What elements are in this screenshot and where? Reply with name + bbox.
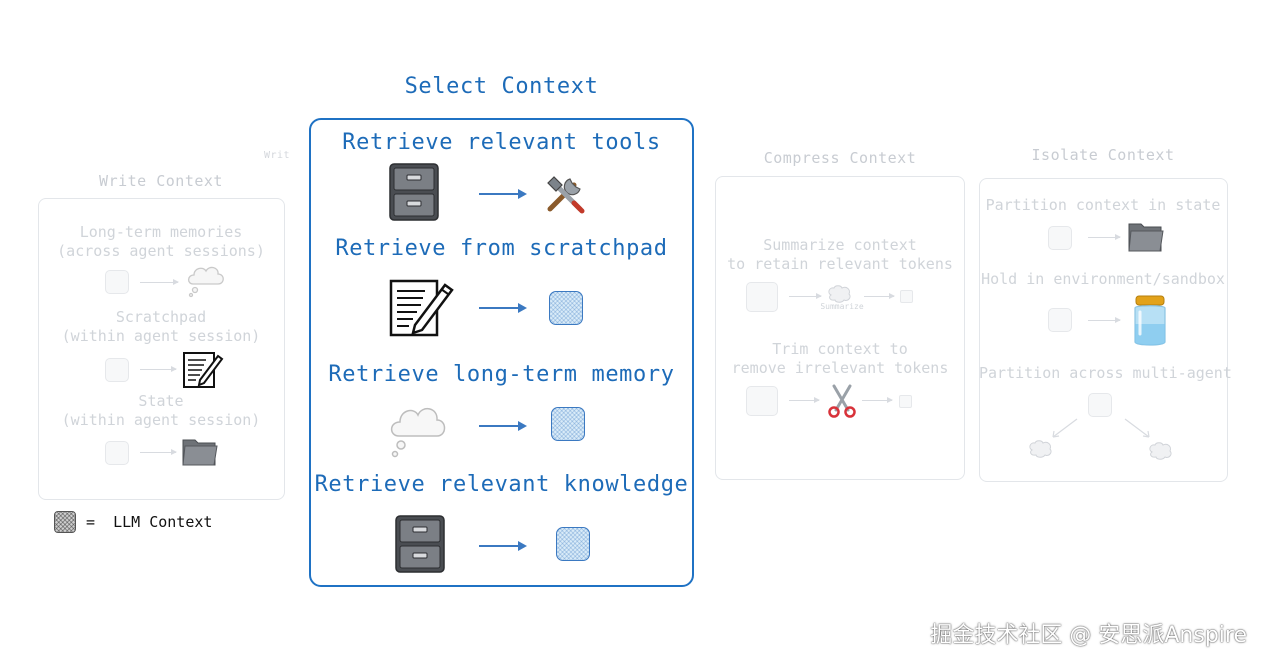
select-item-label-knowledge: Retrieve relevant knowledge <box>314 472 689 497</box>
llm-context-legend-swatch <box>54 511 76 533</box>
isolate-state-arrow <box>1088 234 1121 240</box>
write-item-label-state: State (within agent session) <box>61 392 261 429</box>
isolate-state-box <box>1048 226 1072 250</box>
brain-icon <box>1149 442 1172 460</box>
scissors-icon <box>828 384 856 418</box>
folder-icon <box>1128 223 1164 252</box>
select-item-tools-arrow <box>479 190 527 198</box>
isolate-context-panel <box>979 178 1228 482</box>
write-item-label-memories: Long-term memories (across agent session… <box>57 223 265 260</box>
write-item-state-arrow <box>140 449 177 455</box>
tools-icon <box>547 176 585 214</box>
compress-trim-result-box <box>899 395 912 408</box>
write-item-state-box <box>105 441 129 465</box>
notepad-pencil-icon <box>183 352 224 388</box>
watermark: 掘金技术社区 @ 安思派Anspire <box>930 623 1247 648</box>
compress-summarize-arrow-1 <box>789 293 822 299</box>
write-context-title: Write Context <box>99 172 223 190</box>
notepad-pencil-icon <box>389 279 454 337</box>
compress-item-label-summarize: Summarize context to retain relevant tok… <box>727 236 953 273</box>
isolate-item-label-multiagent: Partition across multi-agent <box>979 364 1232 382</box>
llm-context-legend-label: = LLM Context <box>86 513 213 531</box>
compress-trim-arrow-1 <box>789 397 820 403</box>
compress-context-title: Compress Context <box>763 149 917 167</box>
folder-icon <box>182 439 218 466</box>
isolate-item-label-state: Partition context in state <box>985 196 1221 214</box>
select-item-memory-arrow <box>479 422 527 430</box>
isolate-sandbox-arrow <box>1088 317 1121 323</box>
select-context-title: Select Context <box>404 74 599 99</box>
clipped-title: Writ <box>264 150 291 161</box>
write-item-scratchpad-arrow <box>140 366 177 372</box>
isolate-sandbox-box <box>1048 308 1072 332</box>
compress-summarize-sublabel: Summarize <box>820 302 864 311</box>
write-item-memories-box <box>105 270 129 294</box>
select-item-label-scratchpad: Retrieve from scratchpad <box>335 236 668 261</box>
file-cabinet-icon <box>395 515 445 573</box>
isolate-item-label-sandbox: Hold in environment/sandbox <box>981 270 1225 288</box>
select-context-panel <box>309 118 694 587</box>
select-item-label-tools: Retrieve relevant tools <box>342 130 661 155</box>
llm-context-box <box>556 527 590 561</box>
isolate-multiagent-box <box>1088 393 1112 417</box>
write-item-label-scratchpad: Scratchpad (within agent session) <box>61 308 261 345</box>
file-cabinet-icon <box>389 163 439 221</box>
write-item-memories-arrow <box>140 279 179 285</box>
isolate-context-title: Isolate Context <box>1031 146 1175 164</box>
jar-icon <box>1134 295 1166 346</box>
compress-context-panel <box>715 176 965 480</box>
select-item-scratchpad-arrow <box>479 304 527 312</box>
compress-trim-box <box>746 386 778 416</box>
compress-summarize-arrow-2 <box>864 293 895 299</box>
compress-item-label-trim: Trim context to remove irrelevant tokens <box>731 340 949 377</box>
brain-icon <box>828 285 851 303</box>
cloud-icon <box>187 266 224 298</box>
write-item-scratchpad-box <box>105 358 129 382</box>
llm-context-box <box>551 407 585 441</box>
cloud-icon <box>390 408 446 458</box>
compress-trim-arrow-2 <box>862 397 893 403</box>
compress-summarize-box <box>746 282 778 312</box>
split-arrows <box>1052 418 1150 438</box>
brain-icon <box>1029 440 1052 458</box>
select-item-label-memory: Retrieve long-term memory <box>328 362 675 387</box>
llm-context-box <box>549 291 583 325</box>
write-context-panel <box>38 198 285 500</box>
select-item-knowledge-arrow <box>479 542 527 550</box>
compress-summarize-result-box <box>900 290 913 303</box>
